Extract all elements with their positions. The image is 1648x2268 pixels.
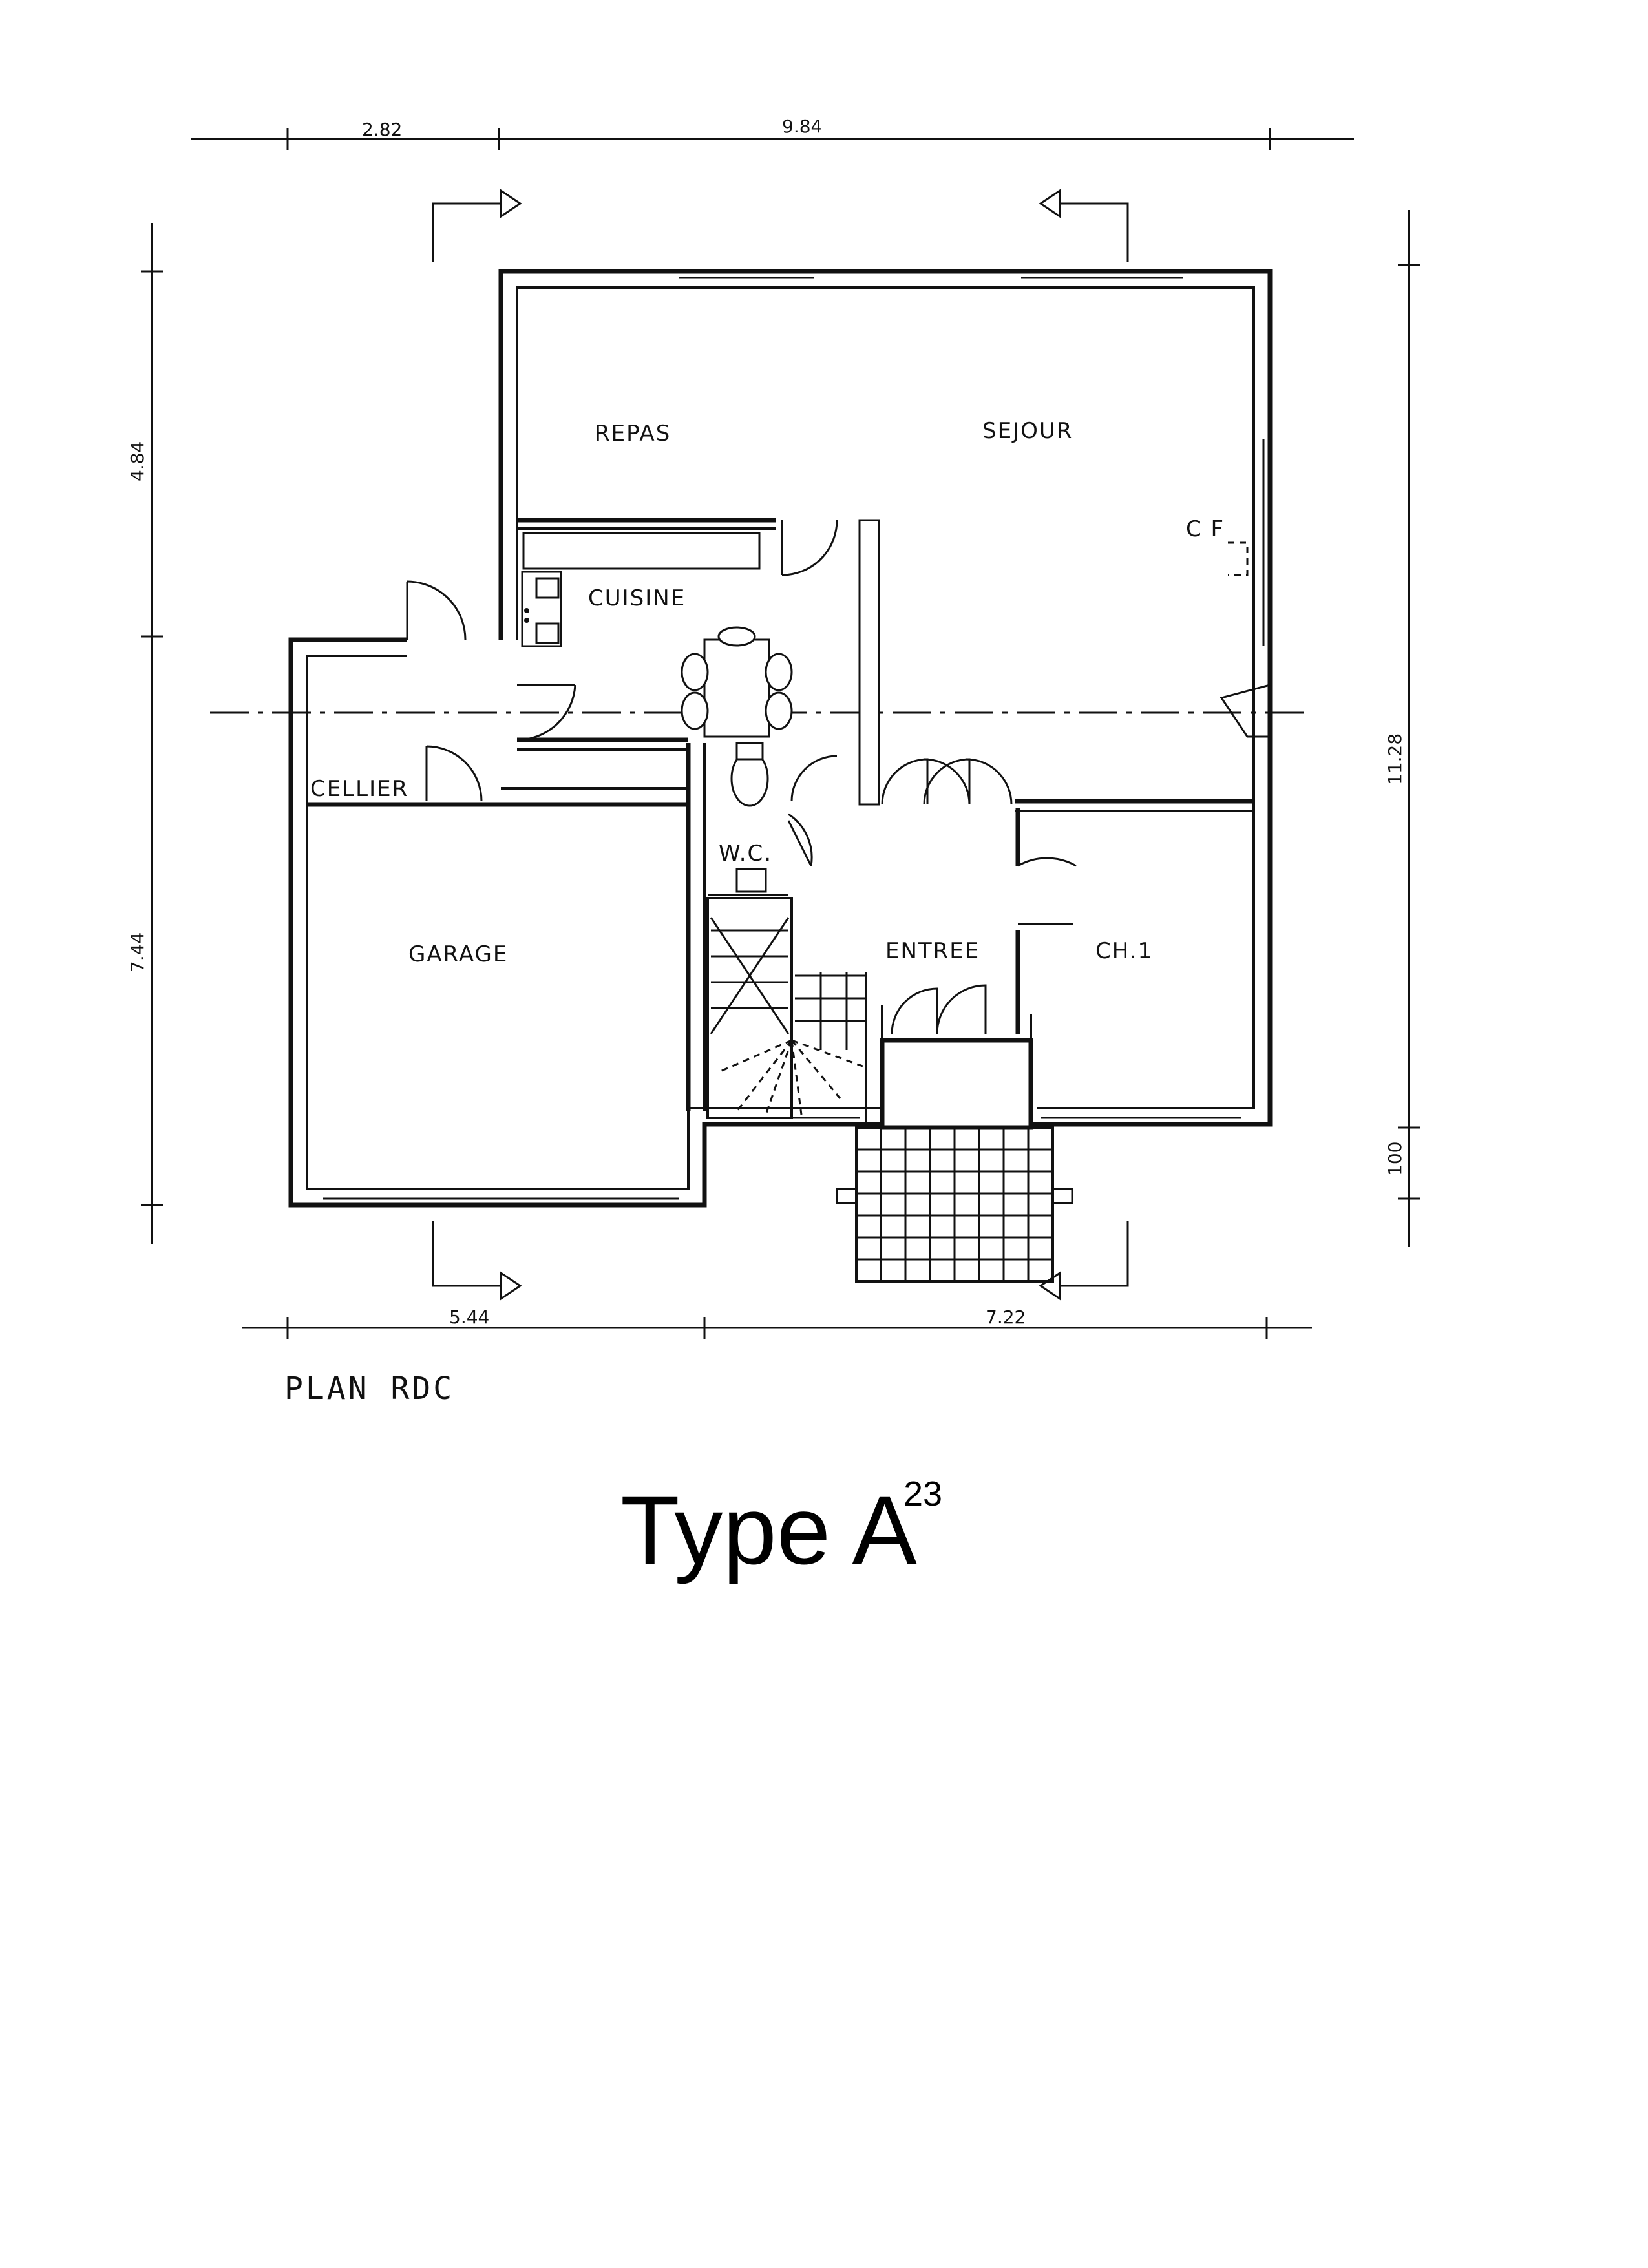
cf-marker (1228, 541, 1249, 576)
room-label-cuisine: CUISINE (588, 585, 686, 611)
front-steps (836, 1126, 1073, 1283)
staircase (710, 917, 867, 1124)
room-label-sejour: SEJOUR (982, 418, 1073, 444)
kitchen-fixtures (521, 571, 562, 647)
type-title: Type A (620, 1476, 917, 1584)
plan-label: PLAN RDC (284, 1370, 454, 1407)
windows (323, 277, 1265, 1200)
room-label-garage: GARAGE (408, 941, 508, 967)
room-label-repas: REPAS (595, 421, 671, 446)
dim-left-upper: 4.84 (127, 441, 148, 481)
dimension-lines (141, 128, 1420, 1339)
steps-side-block (1051, 1188, 1073, 1204)
dim-top-left: 2.82 (362, 119, 402, 140)
dim-top-right: 9.84 (782, 116, 822, 137)
steps-side-block (836, 1188, 858, 1204)
type-superscript: 23 (903, 1475, 942, 1513)
room-label-cellier: CELLIER (310, 776, 408, 802)
dimension-labels: 2.82 9.84 5.44 7.22 4.84 7.44 11.28 100 (127, 116, 1406, 1328)
dim-bottom-left: 5.44 (449, 1307, 489, 1328)
section-markers (432, 189, 1129, 1301)
doors (406, 520, 1271, 1034)
room-label-cf: C F (1186, 516, 1225, 542)
room-label-wc: W.C. (719, 841, 772, 866)
dim-bottom-right: 7.22 (986, 1307, 1026, 1328)
room-label-ch1: CH.1 (1095, 938, 1153, 964)
dim-right-main: 11.28 (1384, 733, 1406, 785)
room-label-entree: ENTREE (885, 938, 980, 964)
dim-left-lower: 7.44 (127, 932, 148, 972)
room-labels: REPAS SEJOUR C F CUISINE CELLIER W.C. GA… (310, 418, 1225, 967)
dining-table (681, 626, 793, 738)
wc-fixtures (730, 742, 769, 893)
walls (288, 269, 1273, 1208)
dim-right-small: 100 (1384, 1142, 1406, 1176)
